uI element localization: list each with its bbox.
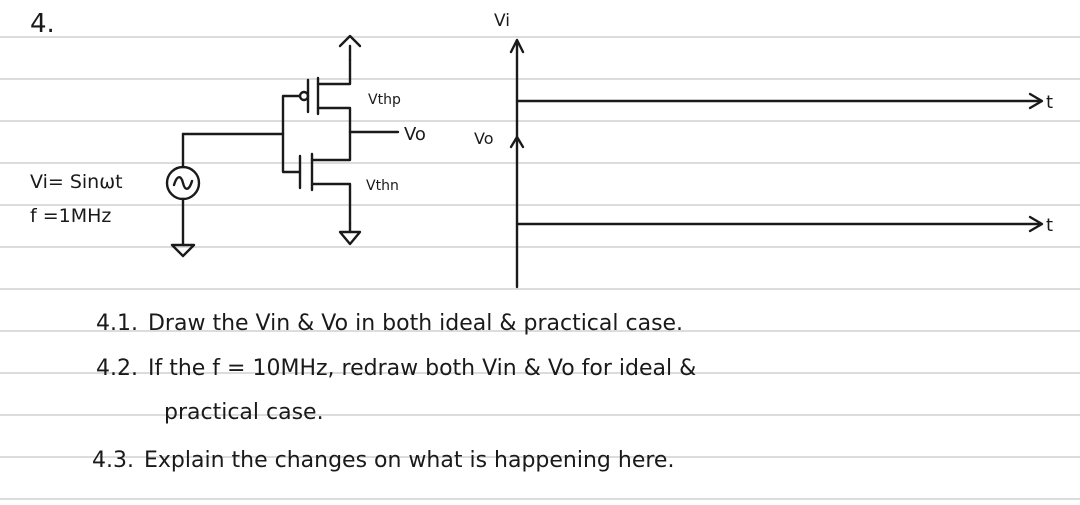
vthp-label: Vthp: [368, 92, 401, 108]
vo-axis-label: Vo: [474, 129, 494, 148]
t-axis-label-bottom: t: [1046, 215, 1053, 236]
question-number: 4.3.: [92, 448, 134, 473]
question-text: Explain the changes on what is happening…: [143, 448, 675, 473]
vthn-label: Vthn: [366, 178, 399, 194]
input-wire: [181, 94, 302, 136]
source-equation: Vi= Sinωt: [30, 171, 123, 193]
ground-icon: [170, 243, 196, 258]
question-number: 4.2.: [96, 356, 138, 381]
vo-output-label: Vo: [404, 124, 426, 145]
gate-wire-nmos: [281, 132, 302, 174]
sine-source-icon: [165, 132, 201, 247]
question-item: 4.1. Draw the Vin & Vo in both ideal & pr…: [96, 313, 683, 335]
vi-axis-arrow-icon: [509, 38, 525, 54]
question-text: Draw the Vin & Vo in both ideal & practi…: [147, 311, 684, 336]
time-axis-bottom-arrow-icon: [1028, 215, 1044, 233]
problem-number: 4.: [30, 9, 55, 39]
question-item: 4.3. Explain the changes on what is happe…: [92, 450, 674, 472]
vo-axis-arrow-icon: [509, 135, 525, 149]
question-item: practical case.: [164, 402, 324, 424]
question-text: If the f = 10MHz, redraw both Vin & Vo f…: [147, 356, 697, 381]
pmos-transistor: [298, 58, 352, 134]
question-number: 4.1.: [96, 311, 138, 336]
time-axis-top-arrow-icon: [1028, 92, 1044, 110]
source-frequency: f =1MHz: [30, 205, 111, 227]
question-text: practical case.: [164, 400, 324, 425]
vdd-supply-icon: [338, 34, 362, 62]
ground-icon: [338, 222, 362, 246]
nmos-transistor: [298, 130, 352, 226]
question-item: 4.2. If the f = 10MHz, redraw both Vin & …: [96, 358, 696, 380]
vi-axis-label: Vi: [494, 11, 510, 31]
t-axis-label-top: t: [1046, 92, 1053, 113]
